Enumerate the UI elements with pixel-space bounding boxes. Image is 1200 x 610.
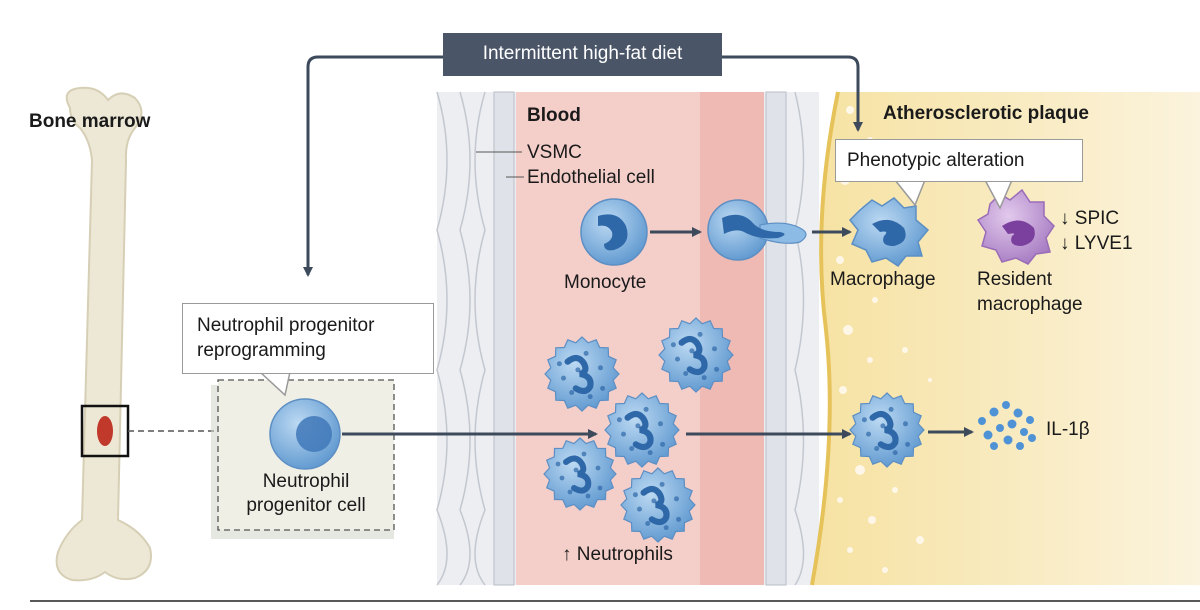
neutrophils-label: ↑ Neutrophils [562,544,673,565]
resident-macrophage-label-1: Resident [977,269,1052,290]
macrophage-label: Macrophage [830,269,936,290]
il1b-particles [978,401,1036,450]
neutrophil-5 [620,467,696,543]
macrophage-cell [848,197,930,268]
plaque-label: Atherosclerotic plaque [883,103,1089,124]
plaque-neutrophil-cell [849,392,925,468]
neutrophil-4 [543,437,617,511]
neutrophil-cluster [543,317,734,543]
progenitor-box [211,379,395,539]
reprogramming-label-1: Neutrophil progenitor [197,315,375,336]
neutrophil-1 [544,336,620,412]
diet-banner: Intermittent high-fat diet [443,33,722,76]
progenitor-label-1: Neutrophil [262,471,350,492]
il1b-label: IL-1β [1046,419,1090,440]
neutrophil-3 [604,392,680,468]
plaque-neutrophil [849,392,925,468]
reprogramming-box [182,303,434,374]
resident-macrophage-cell [976,188,1055,265]
phenotypic-alteration-label: Phenotypic alteration [847,150,1025,171]
vessel-wall-right [764,91,819,586]
marrow-spot [97,416,113,446]
vessel-wall-left [436,91,517,586]
monocyte-cell [580,198,648,266]
diet-arrow-left [303,55,443,277]
resident-macrophage-label-2: macrophage [977,294,1083,315]
reprogramming-label-2: reprogramming [197,340,326,361]
vsmc-label: VSMC [527,142,582,163]
monocyte-label: Monocyte [564,272,647,293]
transmigrating-monocyte [707,199,807,261]
neutrophil-2 [658,317,734,393]
bone-marrow-label: Bone marrow [29,111,151,132]
spic-label: ↓ SPIC [1060,208,1120,229]
phenotypic-alteration-box [835,139,1083,182]
bone [55,86,152,582]
lyve1-label: ↓ LYVE1 [1060,233,1133,254]
endothelial-label: Endothelial cell [527,167,655,188]
progenitor-label-2: progenitor cell [246,495,366,516]
blood-label: Blood [527,105,581,126]
diet-arrow-right [722,55,863,132]
